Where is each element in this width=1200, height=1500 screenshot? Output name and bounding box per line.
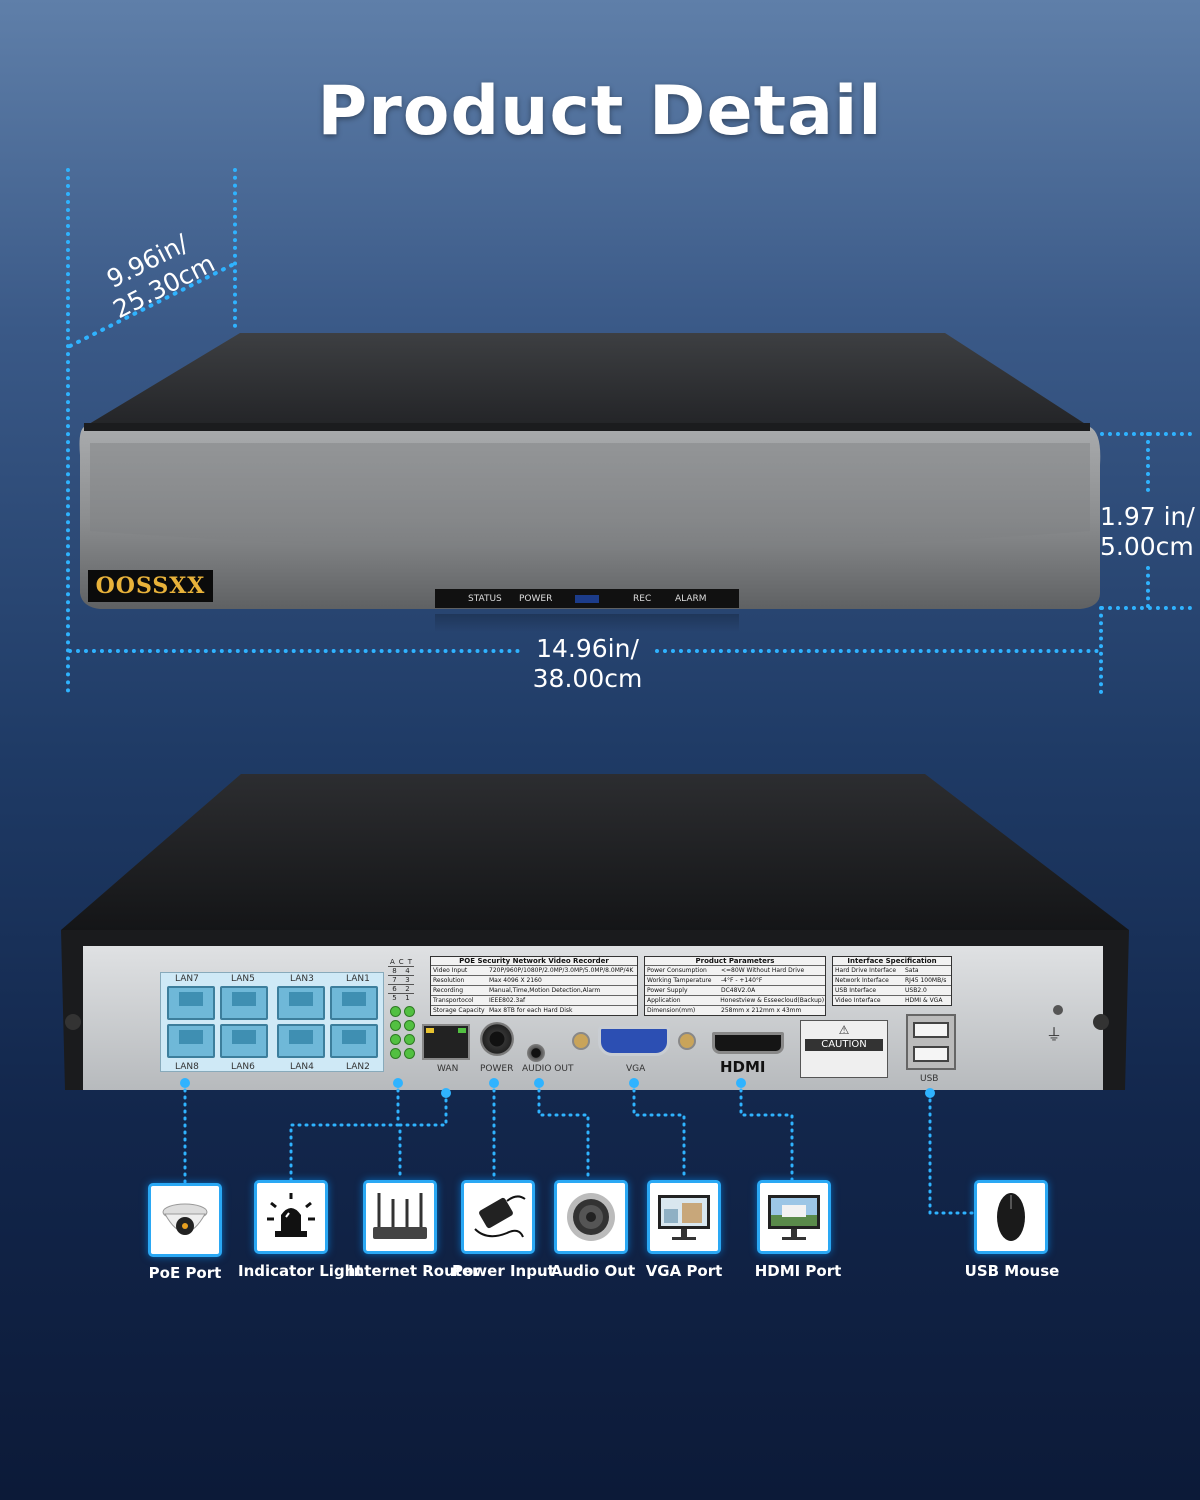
audio-out-port <box>527 1044 545 1062</box>
height-guide-line-bottom <box>1146 566 1150 608</box>
lan1-label: LAN1 <box>346 974 370 984</box>
lan7-port <box>167 986 215 1020</box>
spec-table-parameters: Product Parameters Power Consumption<=80… <box>644 956 826 1016</box>
monitor-icon <box>658 1195 710 1240</box>
led <box>390 1006 401 1017</box>
alarm-light-icon <box>267 1193 315 1237</box>
width-inches: 14.96in/ <box>536 634 639 663</box>
power-label: POWER <box>480 1064 514 1074</box>
feature-label-hdmi: HDMI Port <box>754 1262 842 1280</box>
feature-label-audio: Audio Out <box>550 1262 636 1280</box>
dome-camera-icon <box>162 1203 208 1235</box>
lan7-label: LAN7 <box>175 974 199 984</box>
feature-card-vga <box>647 1180 721 1254</box>
ground-icon: ⏚ <box>1046 1025 1063 1044</box>
lan4-port <box>277 1024 325 1058</box>
height-cm: 5.00cm <box>1100 532 1194 561</box>
wan-label: WAN <box>437 1064 459 1074</box>
led <box>404 1048 415 1059</box>
feature-card-poe <box>148 1183 222 1257</box>
width-label: 14.96in/ 38.00cm <box>520 634 655 694</box>
feature-label-power: Power Input <box>452 1262 555 1280</box>
alarm-indicator: ALARM <box>675 593 707 604</box>
spec-table-nvr: POE Security Network Video Recorder Vide… <box>430 956 638 1016</box>
feature-card-indicator <box>254 1180 328 1254</box>
led-window <box>575 594 599 603</box>
height-guide-bottom <box>1100 606 1192 610</box>
feature-card-usb <box>974 1180 1048 1254</box>
audio-out-label: AUDIO OUT <box>522 1064 574 1074</box>
hdmi-monitor-icon <box>768 1195 820 1240</box>
led <box>404 1006 415 1017</box>
feature-label-router: Internet Router <box>348 1262 480 1280</box>
connector-lines <box>180 1078 976 1215</box>
usb-label: USB <box>920 1074 939 1084</box>
caution-label: ⚠ CAUTION <box>800 1020 888 1078</box>
speaker-icon <box>567 1193 615 1241</box>
width-cm: 38.00cm <box>532 664 643 693</box>
spec-table-interface: Interface Specification Hard Drive Inter… <box>832 956 952 1006</box>
caution-text: CAUTION <box>805 1039 883 1051</box>
width-line-left <box>68 649 520 653</box>
lan6-port <box>220 1024 268 1058</box>
depth-guide-left <box>66 168 70 693</box>
brand-logo: OOSSXX <box>88 570 213 602</box>
led <box>404 1020 415 1031</box>
feature-card-power <box>461 1180 535 1254</box>
mouse-icon <box>997 1193 1025 1241</box>
lan2-port <box>330 1024 378 1058</box>
hdmi-label: HDMI <box>720 1058 766 1076</box>
brand-text: OOSSXX <box>95 573 206 599</box>
lan4-label: LAN4 <box>290 1062 314 1072</box>
feature-card-hdmi <box>757 1180 831 1254</box>
lan6-label: LAN6 <box>231 1062 255 1072</box>
height-guide-line-top <box>1146 432 1150 492</box>
power-adapter-icon <box>474 1195 526 1238</box>
lan3-label: LAN3 <box>290 974 314 984</box>
power-indicator: POWER <box>519 593 553 604</box>
feature-label-indicator: Indicator Light <box>238 1262 363 1280</box>
height-inches: 1.97 in/ <box>1100 502 1195 531</box>
depth-diagonal <box>68 262 236 348</box>
feature-label-poe: PoE Port <box>148 1264 222 1282</box>
nvr-front-device <box>79 333 1101 609</box>
width-line-right <box>655 649 1099 653</box>
feature-label-vga: VGA Port <box>645 1262 723 1280</box>
led <box>404 1034 415 1045</box>
lan8-port <box>167 1024 215 1058</box>
led <box>390 1048 401 1059</box>
rec-indicator: REC <box>633 593 652 604</box>
height-label: 1.97 in/ 5.00cm <box>1100 502 1195 562</box>
lan2-label: LAN2 <box>346 1062 370 1072</box>
depth-guide-right <box>233 168 237 328</box>
led <box>390 1020 401 1031</box>
lan8-label: LAN8 <box>175 1062 199 1072</box>
power-port <box>480 1022 514 1056</box>
lan1-port <box>330 986 378 1020</box>
width-guide-right <box>1099 606 1103 694</box>
feature-card-audio <box>554 1180 628 1254</box>
front-indicator-strip: STATUS POWER REC ALARM <box>435 589 739 608</box>
feature-card-router <box>363 1180 437 1254</box>
hdmi-port <box>712 1032 784 1054</box>
wan-port <box>422 1024 470 1060</box>
lan5-label: LAN5 <box>231 974 255 984</box>
router-icon <box>373 1193 427 1239</box>
status-indicator: STATUS <box>468 593 502 604</box>
lan3-port <box>277 986 325 1020</box>
feature-label-usb: USB Mouse <box>964 1262 1060 1280</box>
usb-ports <box>906 1014 956 1070</box>
page-title: Product Detail <box>317 72 883 151</box>
vga-port <box>572 1026 696 1056</box>
led <box>390 1034 401 1045</box>
vga-label: VGA <box>626 1064 646 1074</box>
lan5-port <box>220 986 268 1020</box>
reflection <box>435 614 739 632</box>
